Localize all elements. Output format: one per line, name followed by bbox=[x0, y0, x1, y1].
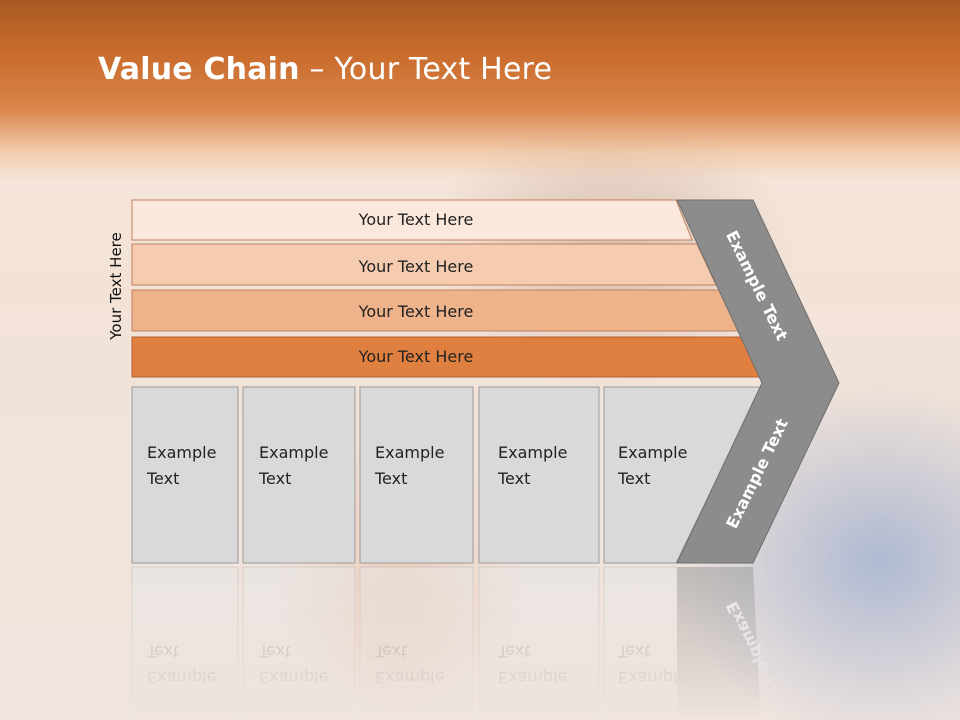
cell-5: Example Text bbox=[603, 386, 763, 564]
cell-5-line1: Example bbox=[618, 443, 687, 462]
cell-1-line2: Text bbox=[146, 469, 179, 488]
reflection-cell-2-line2: Text bbox=[258, 642, 291, 661]
band-3: Your Text Here bbox=[131, 289, 740, 332]
reflection-cell-3-line1: Example bbox=[375, 668, 444, 687]
title-rest: – Your Text Here bbox=[299, 52, 553, 87]
cell-2: Example Text bbox=[242, 386, 356, 564]
cell-3-box bbox=[359, 386, 474, 564]
cell-4-box bbox=[478, 386, 600, 564]
band-4-label: Your Text Here bbox=[358, 347, 474, 366]
reflection-cell-4 bbox=[478, 566, 600, 720]
cell-2-line2: Text bbox=[258, 469, 291, 488]
reflection: Example Text Example Text Example Text E… bbox=[131, 566, 792, 720]
chevron-shape bbox=[676, 199, 840, 564]
reflection-chevron bbox=[677, 567, 761, 720]
cell-2-box bbox=[242, 386, 356, 564]
cell-1: Example Text bbox=[131, 386, 239, 564]
reflection-cell-2-line1: Example bbox=[259, 668, 328, 687]
reflection-cell-5-line1: Example bbox=[618, 668, 687, 687]
reflection-cell-1-line2: Text bbox=[146, 642, 179, 661]
band-4: Your Text Here bbox=[131, 336, 764, 378]
cell-4-line2: Text bbox=[497, 469, 530, 488]
cell-1-box bbox=[131, 386, 239, 564]
cell-3-line2: Text bbox=[374, 469, 407, 488]
cell-4: Example Text bbox=[478, 386, 600, 564]
cell-3: Example Text bbox=[359, 386, 474, 564]
slide-title: Value Chain – Your Text Here bbox=[98, 52, 552, 87]
cell-3-line1: Example bbox=[375, 443, 444, 462]
reflection-cell-3 bbox=[359, 566, 474, 720]
band-2-label: Your Text Here bbox=[358, 257, 474, 276]
cell-5-line2: Text bbox=[617, 469, 650, 488]
reflection-cell-4-line2: Text bbox=[497, 642, 530, 661]
cell-5-box bbox=[603, 386, 763, 564]
reflection-cell-1 bbox=[131, 566, 239, 720]
title-bold: Value Chain bbox=[98, 52, 300, 87]
header-bar bbox=[0, 0, 960, 180]
cell-4-line1: Example bbox=[498, 443, 567, 462]
reflection-cell-1-line1: Example bbox=[147, 668, 216, 687]
band-3-label: Your Text Here bbox=[358, 302, 474, 321]
band-1: Your Text Here bbox=[131, 199, 693, 241]
reflection-cell-2 bbox=[242, 566, 356, 720]
reflection-cell-5-line2: Text bbox=[617, 642, 650, 661]
band-1-shape bbox=[131, 199, 693, 241]
reflection-cell-4-line1: Example bbox=[498, 668, 567, 687]
reflection-cell-3-line2: Text bbox=[374, 642, 407, 661]
cell-2-line1: Example bbox=[259, 443, 328, 462]
band-1-label: Your Text Here bbox=[358, 210, 474, 229]
cell-1-line1: Example bbox=[147, 443, 216, 462]
band-2: Your Text Here bbox=[131, 243, 717, 286]
